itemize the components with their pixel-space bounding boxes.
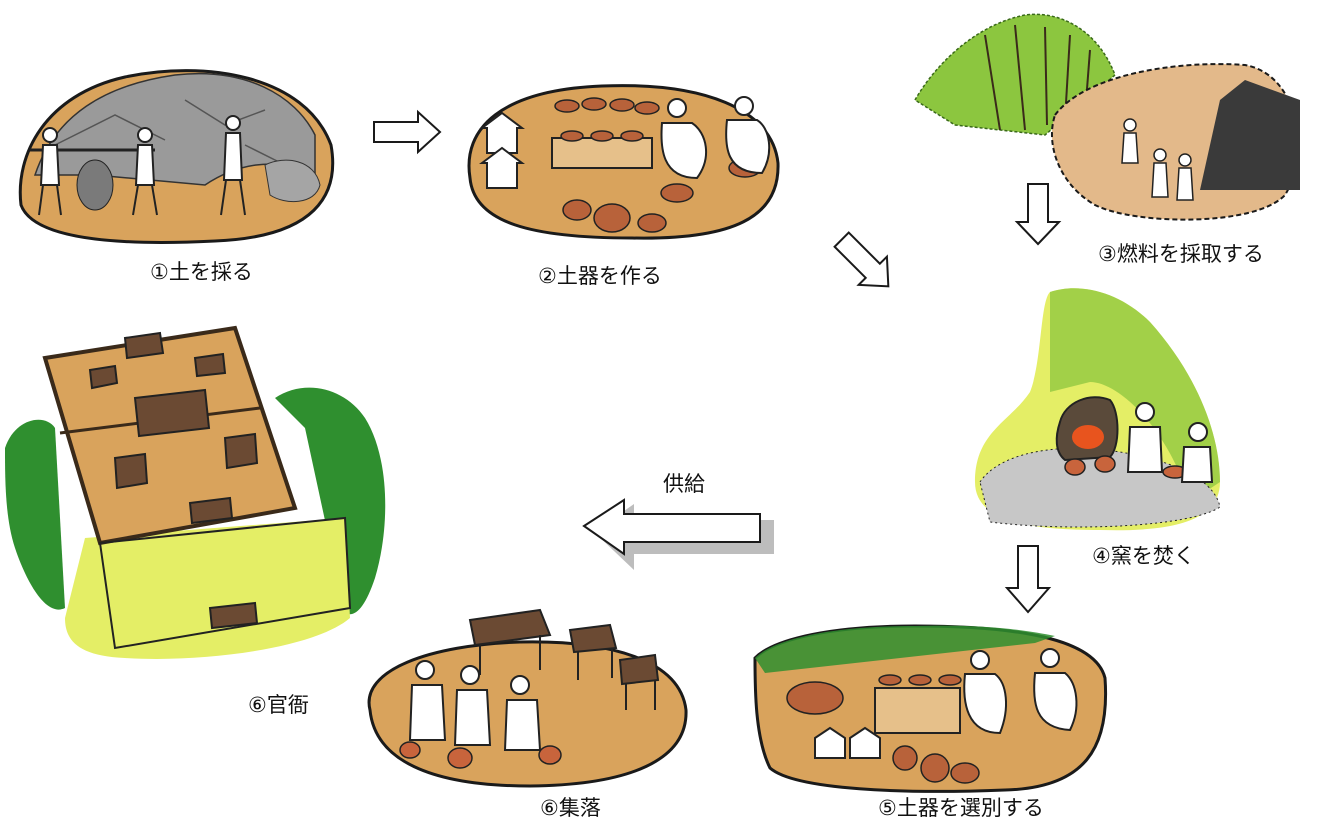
- step4-label: ④窯を焚く: [1092, 544, 1195, 568]
- arrow-right-icon: [372, 109, 442, 155]
- fuel-gathering-scene: [913, 5, 1305, 225]
- arrow-left-icon: [582, 498, 782, 578]
- quarry-scene: [15, 55, 337, 245]
- step6a-label: ⑥官衙: [248, 693, 309, 717]
- arrow-down-icon: [1004, 544, 1052, 614]
- kiln-firing-scene: [970, 282, 1230, 532]
- pottery-making-scene: [462, 68, 782, 243]
- government-office-scene: [5, 318, 390, 668]
- arrow-down-icon: [1014, 182, 1062, 246]
- step1-label: ①土を採る: [150, 260, 253, 284]
- arrow-diagonal-icon: [830, 228, 900, 298]
- step5-label: ⑤土器を選別する: [878, 796, 1044, 820]
- step3-label: ③燃料を採取する: [1098, 242, 1264, 266]
- village-scene: [350, 600, 690, 790]
- step6b-label: ⑥集落: [540, 796, 601, 820]
- step2-label: ②土器を作る: [538, 264, 662, 288]
- sorting-scene: [753, 618, 1115, 793]
- supply-label: 供給: [663, 472, 705, 496]
